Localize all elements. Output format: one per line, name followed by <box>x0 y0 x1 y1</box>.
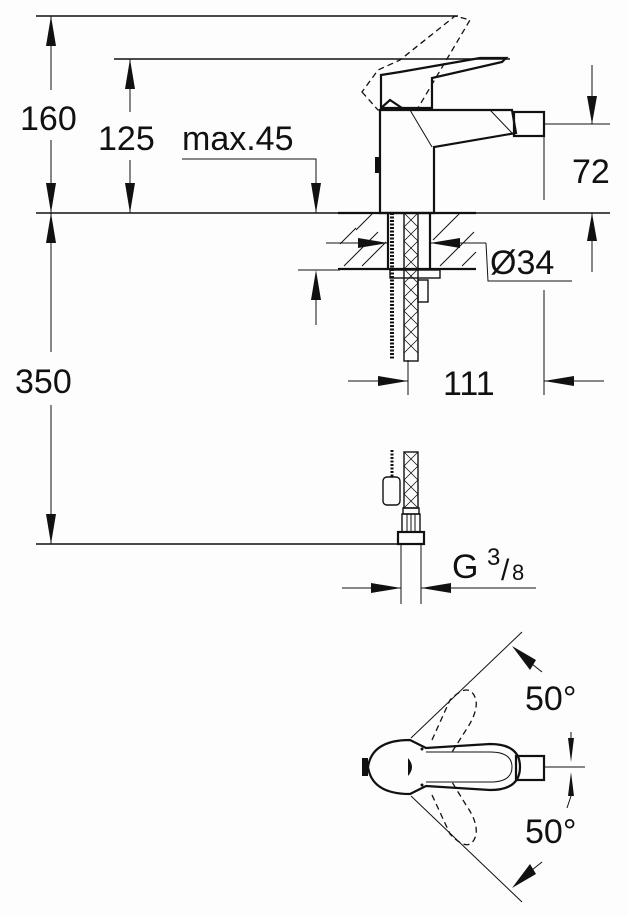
faucet-plan-view <box>362 631 585 903</box>
dim-label-72: 72 <box>572 153 610 191</box>
dimension-diameter-34: Ø34 <box>326 238 572 282</box>
dimension-350: 350 <box>15 213 72 544</box>
dim-label-125: 125 <box>98 120 155 158</box>
dimension-125: 125 <box>98 59 155 213</box>
dim-label-angle-down: 50° <box>525 813 576 851</box>
dim-label-angle-up: 50° <box>525 680 576 718</box>
dim-label-350: 350 <box>15 363 72 401</box>
dimension-angle-lower: 50° <box>512 813 576 888</box>
dimension-111: 111 <box>348 290 604 403</box>
dim-label-max45: max.45 <box>182 120 294 158</box>
dim-label-thread-numerator: 3 <box>487 544 500 571</box>
dimension-72: 72 <box>572 65 610 272</box>
dimension-thread-g38: G 3 / 8 <box>342 544 536 593</box>
reference-lines <box>36 15 610 545</box>
hose-connection <box>382 450 426 604</box>
dim-label-diameter-34: Ø34 <box>490 244 554 282</box>
dimension-160: 160 <box>20 16 77 213</box>
dim-label-thread-denominator: 8 <box>512 560 524 585</box>
dim-label-thread-slash: / <box>501 554 510 587</box>
dim-label-160: 160 <box>20 100 77 138</box>
dimension-angle-upper: 50° <box>512 646 576 809</box>
deck-section <box>338 211 477 362</box>
dim-label-111: 111 <box>443 365 495 403</box>
dimension-max45: max.45 <box>182 120 340 325</box>
dim-label-thread-base: G <box>452 548 478 586</box>
